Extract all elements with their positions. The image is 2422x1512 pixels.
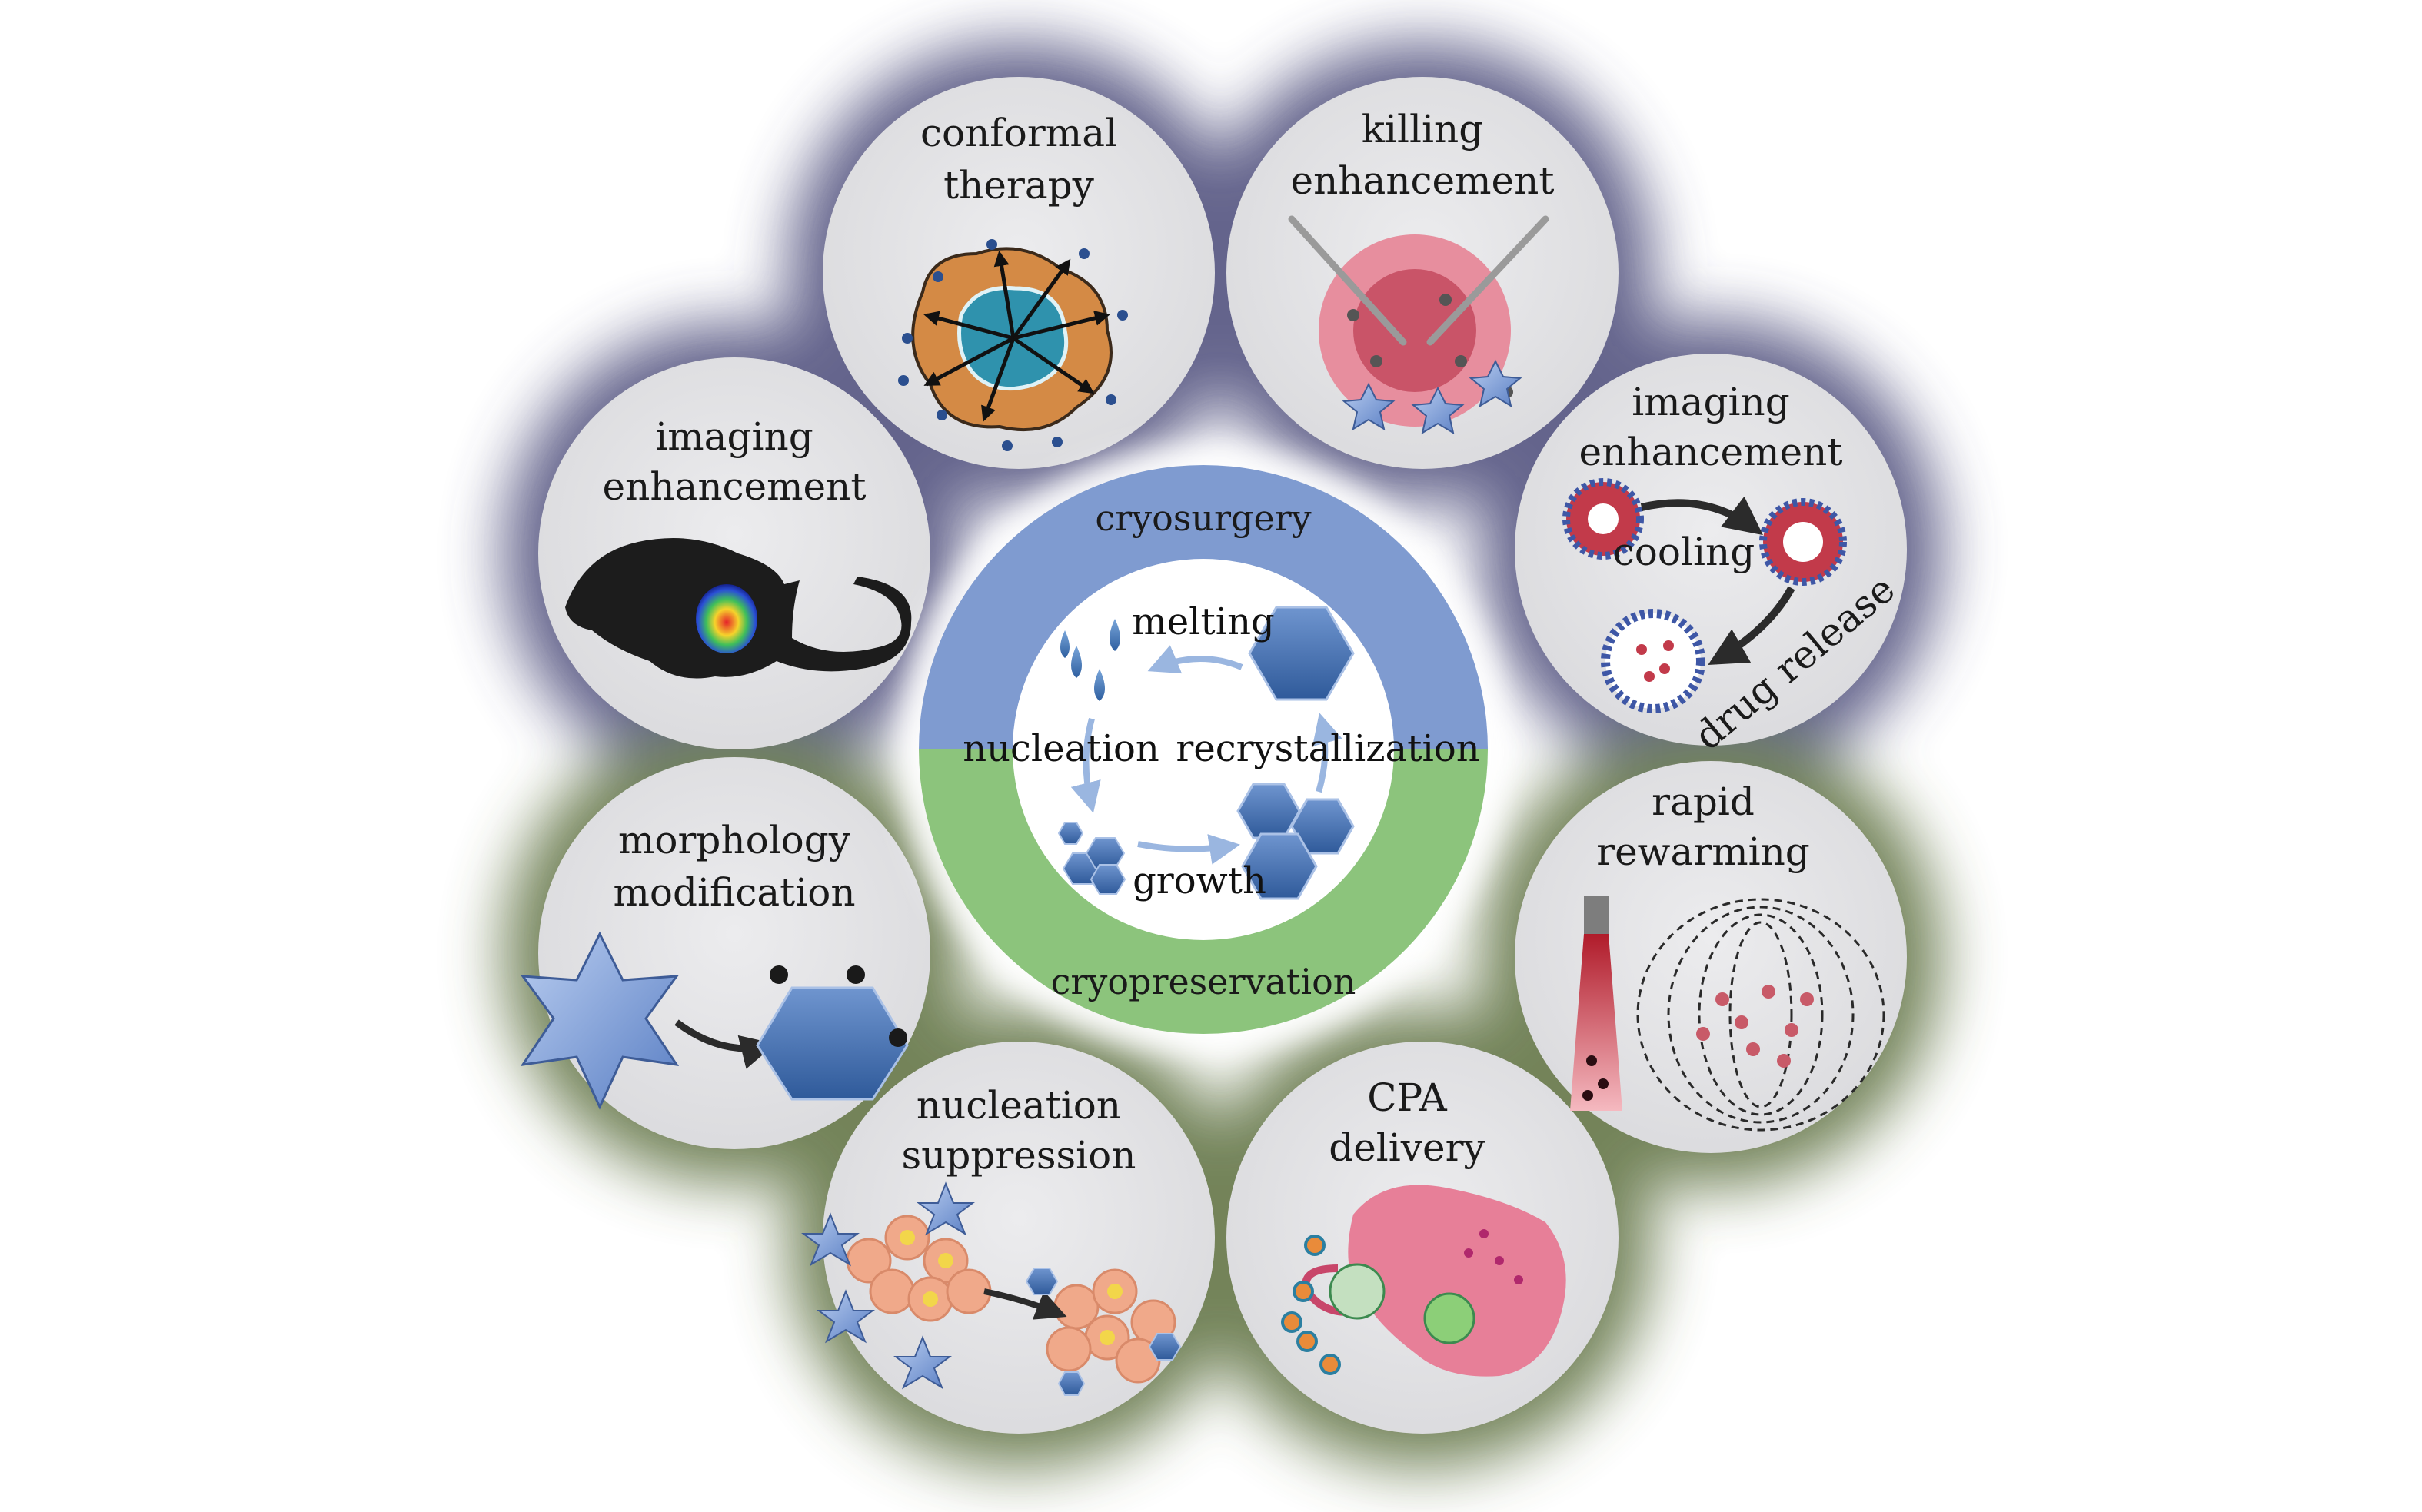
killing-enhancement-line1: killing [1362,107,1483,151]
growth-hexagons [1236,783,1355,900]
imaging-right-line1: imaging [1632,380,1789,424]
melting-label: melting [1132,600,1275,643]
imaging-left-line2: enhancement [603,464,867,509]
liposome-icons [1562,478,1847,713]
cpa-particles [1281,1235,1341,1375]
nucleation-hexagons [1057,822,1126,895]
cpa-delivery-line2: delivery [1329,1125,1485,1170]
cpa-carrier-icon [1423,1292,1475,1344]
rapid-rewarming-line1: rapid [1652,779,1755,824]
tissue-vessel-icon [1348,1185,1566,1377]
killing-enhancement-panel: killing enhancement [1288,107,1555,435]
suppressed-hexagons [1025,1268,1182,1396]
nanoparticle-dots [898,239,1128,451]
imaging-enhancement-left-panel: imaging enhancement [565,414,912,679]
melting-hexagon [1248,606,1355,701]
nucleation-suppression-line2: suppression [902,1133,1136,1178]
cpa-delivery-line1: CPA [1367,1075,1447,1120]
expansion-arrows [923,251,1110,422]
morphology-line1: morphology [618,818,851,862]
nucleation-label: nucleation [963,727,1159,770]
rapid-rewarming-panel: rapid rewarming [1570,779,1885,1132]
cpa-delivery-panel: CPA delivery [1281,1075,1566,1377]
imaging-left-line1: imaging [655,414,813,459]
nucleation-suppression-panel: nucleation suppression [801,1083,1182,1396]
ice-star-icons [1342,359,1522,435]
cycle-arrows [1070,645,1342,865]
killing-enhancement-line2: enhancement [1291,158,1555,203]
modified-hexagon-icon [756,986,909,1101]
nucleation-stars [801,1181,975,1390]
morphology-modification-panel: morphology modification [520,818,909,1110]
growth-label: growth [1133,859,1266,902]
cryoprobe-needles [1288,215,1549,346]
imaging-right-line2: enhancement [1579,430,1843,474]
tumor-heatmap-spot [696,584,757,653]
cryopreservation-label: cryopreservation [1051,961,1356,1002]
magnetic-field-lines [1636,898,1885,1132]
water-droplets [1060,619,1120,701]
ice-crystal-star-icon [520,931,680,1110]
rapid-rewarming-line2: rewarming [1596,829,1810,874]
laser-beam [1570,934,1622,1111]
recrystallization-label: recrystallization [1176,727,1479,770]
nucleation-suppression-line1: nucleation [917,1083,1121,1128]
laser-emitter-icon [1584,896,1609,934]
cooling-label: cooling [1613,530,1755,574]
magnetic-nanoparticles [1696,985,1814,1068]
morphology-line2: modification [613,870,855,915]
center-cycle-disc: cryosurgery cryopreservation melting [900,446,1507,1053]
conformal-therapy-line1: conformal [920,111,1117,155]
cryosurgery-label: cryosurgery [1095,497,1311,539]
conformal-therapy-panel: conformal therapy [898,111,1128,451]
conformal-therapy-line2: therapy [943,163,1095,208]
